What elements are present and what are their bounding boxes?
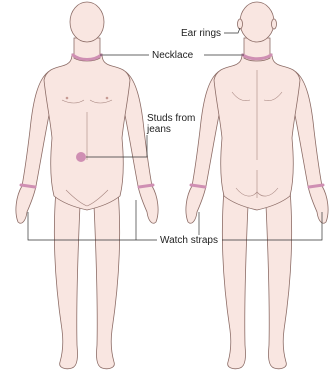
- studs-label-line2: jeans: [146, 124, 172, 135]
- back-left-arm: [186, 72, 220, 223]
- back-right-leg: [266, 190, 292, 369]
- front-figure: [16, 2, 158, 369]
- studs-label-line1: Studs from: [146, 113, 196, 124]
- back-right-arm: [294, 72, 328, 223]
- back-head: [240, 2, 274, 42]
- back-left-leg: [222, 190, 248, 369]
- back-right-watch-band: [309, 185, 323, 187]
- back-figure: [186, 2, 328, 369]
- ear-rings-leader: [224, 28, 240, 33]
- ear-rings-label: Ear rings: [180, 28, 222, 39]
- watch-straps-label: Watch straps: [159, 235, 219, 246]
- necklace-label: Necklace: [151, 50, 194, 61]
- watch-straps-leader-front-left: [28, 212, 157, 240]
- front-right-watch-band: [139, 185, 153, 187]
- front-right-arm: [124, 72, 158, 223]
- back-left-watch-band: [191, 185, 205, 187]
- front-left-leg: [54, 190, 80, 369]
- back-right-ear: [272, 19, 277, 29]
- back-left-ear: [238, 19, 243, 29]
- jeans-stud-mark: [76, 152, 86, 162]
- front-right-leg: [94, 190, 120, 369]
- front-left-arm: [16, 72, 50, 223]
- front-left-watch-band: [21, 185, 35, 187]
- front-head: [70, 2, 104, 42]
